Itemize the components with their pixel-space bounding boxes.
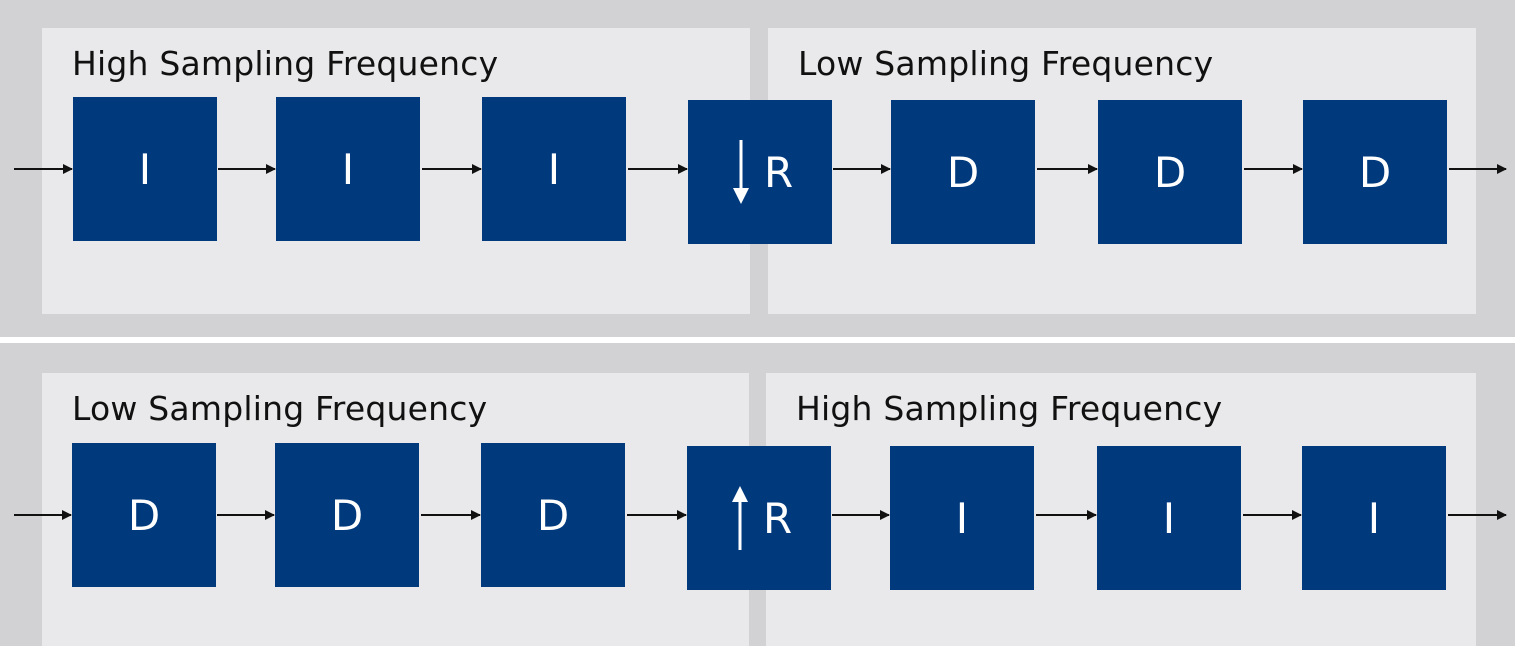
block-integrator-2: I <box>276 97 420 241</box>
region-label-right: Low Sampling Frequency <box>798 44 1214 83</box>
block-label: D <box>127 490 161 540</box>
block-differentiator-2: D <box>275 443 419 587</box>
block-integrator-3: I <box>482 97 626 241</box>
block-integrator-3: I <box>1302 446 1446 590</box>
region-label-left: Low Sampling Frequency <box>72 389 488 428</box>
block-differentiator-3: D <box>481 443 625 587</box>
block-label: I <box>341 144 355 194</box>
block-label: R <box>764 147 794 197</box>
block-upsampler: R <box>687 446 831 590</box>
block-integrator-2: I <box>1097 446 1241 590</box>
block-label: I <box>955 493 969 543</box>
upsampling-diagram: Low Sampling Frequency High Sampling Fre… <box>0 343 1515 646</box>
block-label: I <box>1367 493 1381 543</box>
downsampling-diagram: High Sampling Frequency Low Sampling Fre… <box>0 0 1515 337</box>
block-differentiator-2: D <box>1098 100 1242 244</box>
block-differentiator-1: D <box>72 443 216 587</box>
block-label: I <box>547 144 561 194</box>
block-label: I <box>138 144 152 194</box>
block-differentiator-1: D <box>891 100 1035 244</box>
block-downsampler: R <box>688 100 832 244</box>
arrow-up-icon <box>732 486 748 550</box>
region-label-left: High Sampling Frequency <box>72 44 499 83</box>
block-label: D <box>1153 147 1187 197</box>
block-label: R <box>763 493 793 543</box>
region-label-right: High Sampling Frequency <box>796 389 1223 428</box>
block-label: I <box>1162 493 1176 543</box>
block-label: D <box>1358 147 1392 197</box>
block-label: D <box>536 490 570 540</box>
block-label: D <box>330 490 364 540</box>
block-label: D <box>946 147 980 197</box>
block-differentiator-3: D <box>1303 100 1447 244</box>
block-integrator-1: I <box>890 446 1034 590</box>
block-integrator-1: I <box>73 97 217 241</box>
arrow-down-icon <box>733 140 749 204</box>
